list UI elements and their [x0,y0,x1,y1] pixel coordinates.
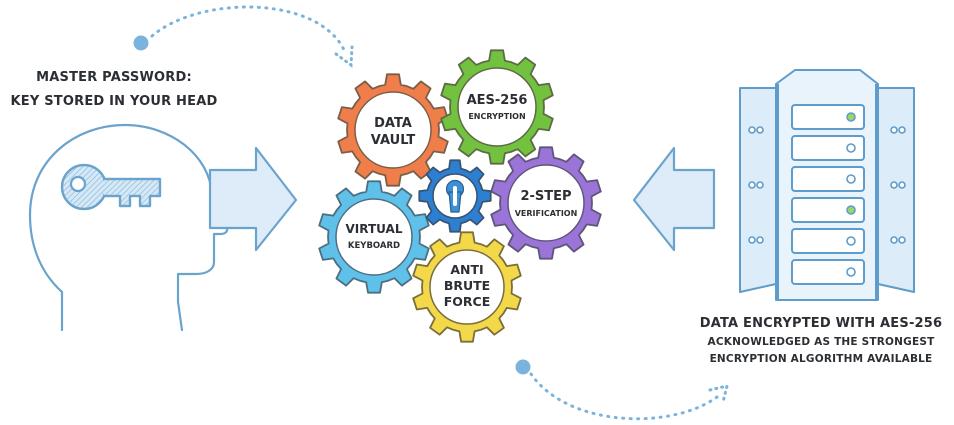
encryption-line-1: DATA ENCRYPTED WITH AES-256 [699,316,943,331]
dotted-path-top [133,5,354,68]
master-password-line-1: MASTER PASSWORD: [36,70,192,85]
two-step-gear: 2-STEP VERIFICATION [490,146,602,260]
master-password-line-2: KEY STORED IN YOUR HEAD [10,94,218,109]
anti-brute-force-label-1: ANTI [450,262,483,277]
aes256-label-2: ENCRYPTION [468,112,525,121]
arrow-right-icon [208,146,298,252]
data-vault-label-2: VAULT [371,133,416,148]
keyhole-icon [445,179,465,213]
anti-brute-force-label-3: FORCE [444,294,491,309]
arrow-left-icon [632,146,716,252]
gear-cluster: DATA VAULT AES-256 ENCRYPTION 2-STEP VER… [318,49,602,343]
virtual-keyboard-label-1: VIRTUAL [346,222,403,236]
virtual-keyboard-gear: VIRTUAL KEYBOARD [318,180,430,294]
encryption-line-2: ACKNOWLEDGED AS THE STRONGEST [707,336,935,348]
head-with-key-icon [28,123,229,332]
dotted-path-bottom [515,359,730,421]
data-vault-gear: DATA VAULT [337,73,449,187]
server-rack-icon [739,69,915,301]
encryption-caption: DATA ENCRYPTED WITH AES-256 ACKNOWLEDGED… [688,314,954,368]
aes256-gear: AES-256 ENCRYPTION [440,49,554,165]
data-vault-label-1: DATA [374,116,412,131]
virtual-keyboard-label-2: KEYBOARD [348,241,400,251]
anti-brute-force-gear: ANTI BRUTE FORCE [412,231,522,343]
aes256-label-1: AES-256 [467,93,528,108]
anti-brute-force-label-2: BRUTE [444,278,490,293]
lock-gear [418,159,492,233]
encryption-line-3: ENCRYPTION ALGORITHM AVAILABLE [709,353,933,365]
master-password-caption: MASTER PASSWORD: KEY STORED IN YOUR HEAD [0,66,228,114]
two-step-label-1: 2-STEP [520,189,571,204]
two-step-label-2: VERIFICATION [515,209,578,218]
